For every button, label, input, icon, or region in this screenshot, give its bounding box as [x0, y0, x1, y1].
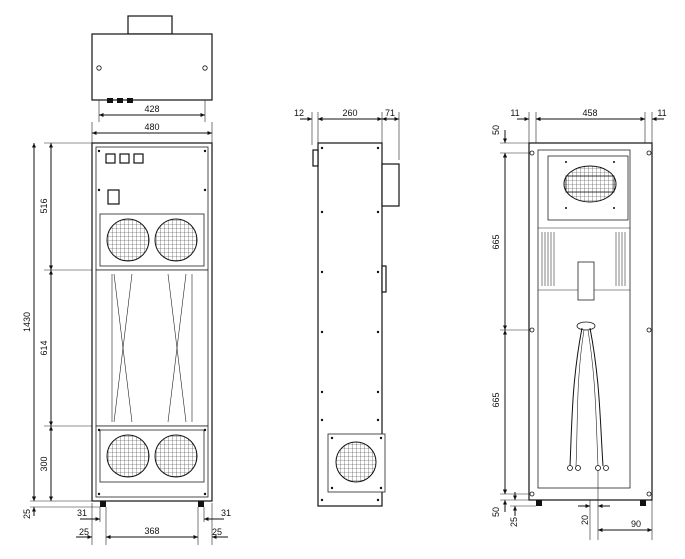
rear-view: 11 458 11 — [491, 108, 667, 540]
dim-side-12: 12 — [294, 108, 304, 118]
dim-rear-50-bottom: 50 — [491, 507, 501, 517]
dim-front-h2: 614 — [39, 340, 49, 355]
dim-rear-11-right: 11 — [657, 108, 666, 118]
dim-rear-90: 90 — [631, 519, 641, 529]
dim-front-total: 1430 — [22, 312, 32, 332]
top-view-box — [91, 15, 213, 103]
dim-rear-458: 458 — [582, 108, 597, 118]
dim-rear-20: 20 — [580, 515, 590, 525]
dim-rear-50-top: 50 — [491, 125, 501, 135]
dim-front-foot: 25 — [22, 509, 32, 519]
dim-rear-665-top: 665 — [491, 234, 501, 249]
dim-rear-665-bottom: 665 — [491, 392, 501, 407]
dim-front-top-inner: 428 — [144, 104, 159, 114]
dim-rear-25: 25 — [509, 517, 519, 527]
dim-side-71: 71 — [385, 108, 395, 118]
dim-front-bb-left: 25 — [79, 527, 89, 537]
dim-front-top-outer: 480 — [144, 122, 159, 132]
dim-front-h1: 516 — [39, 198, 49, 213]
front-view: 428 480 — [22, 15, 231, 545]
dim-front-h3: 300 — [39, 456, 49, 471]
dim-front-b-left: 31 — [77, 508, 87, 518]
dim-front-b-right: 31 — [221, 508, 231, 518]
dim-front-bb-mid: 368 — [144, 526, 159, 536]
dim-front-bb-right: 25 — [212, 527, 222, 537]
dim-rear-11-left: 11 — [510, 108, 519, 118]
dim-side-260: 260 — [342, 108, 357, 118]
side-view: 12 260 71 — [294, 108, 400, 507]
